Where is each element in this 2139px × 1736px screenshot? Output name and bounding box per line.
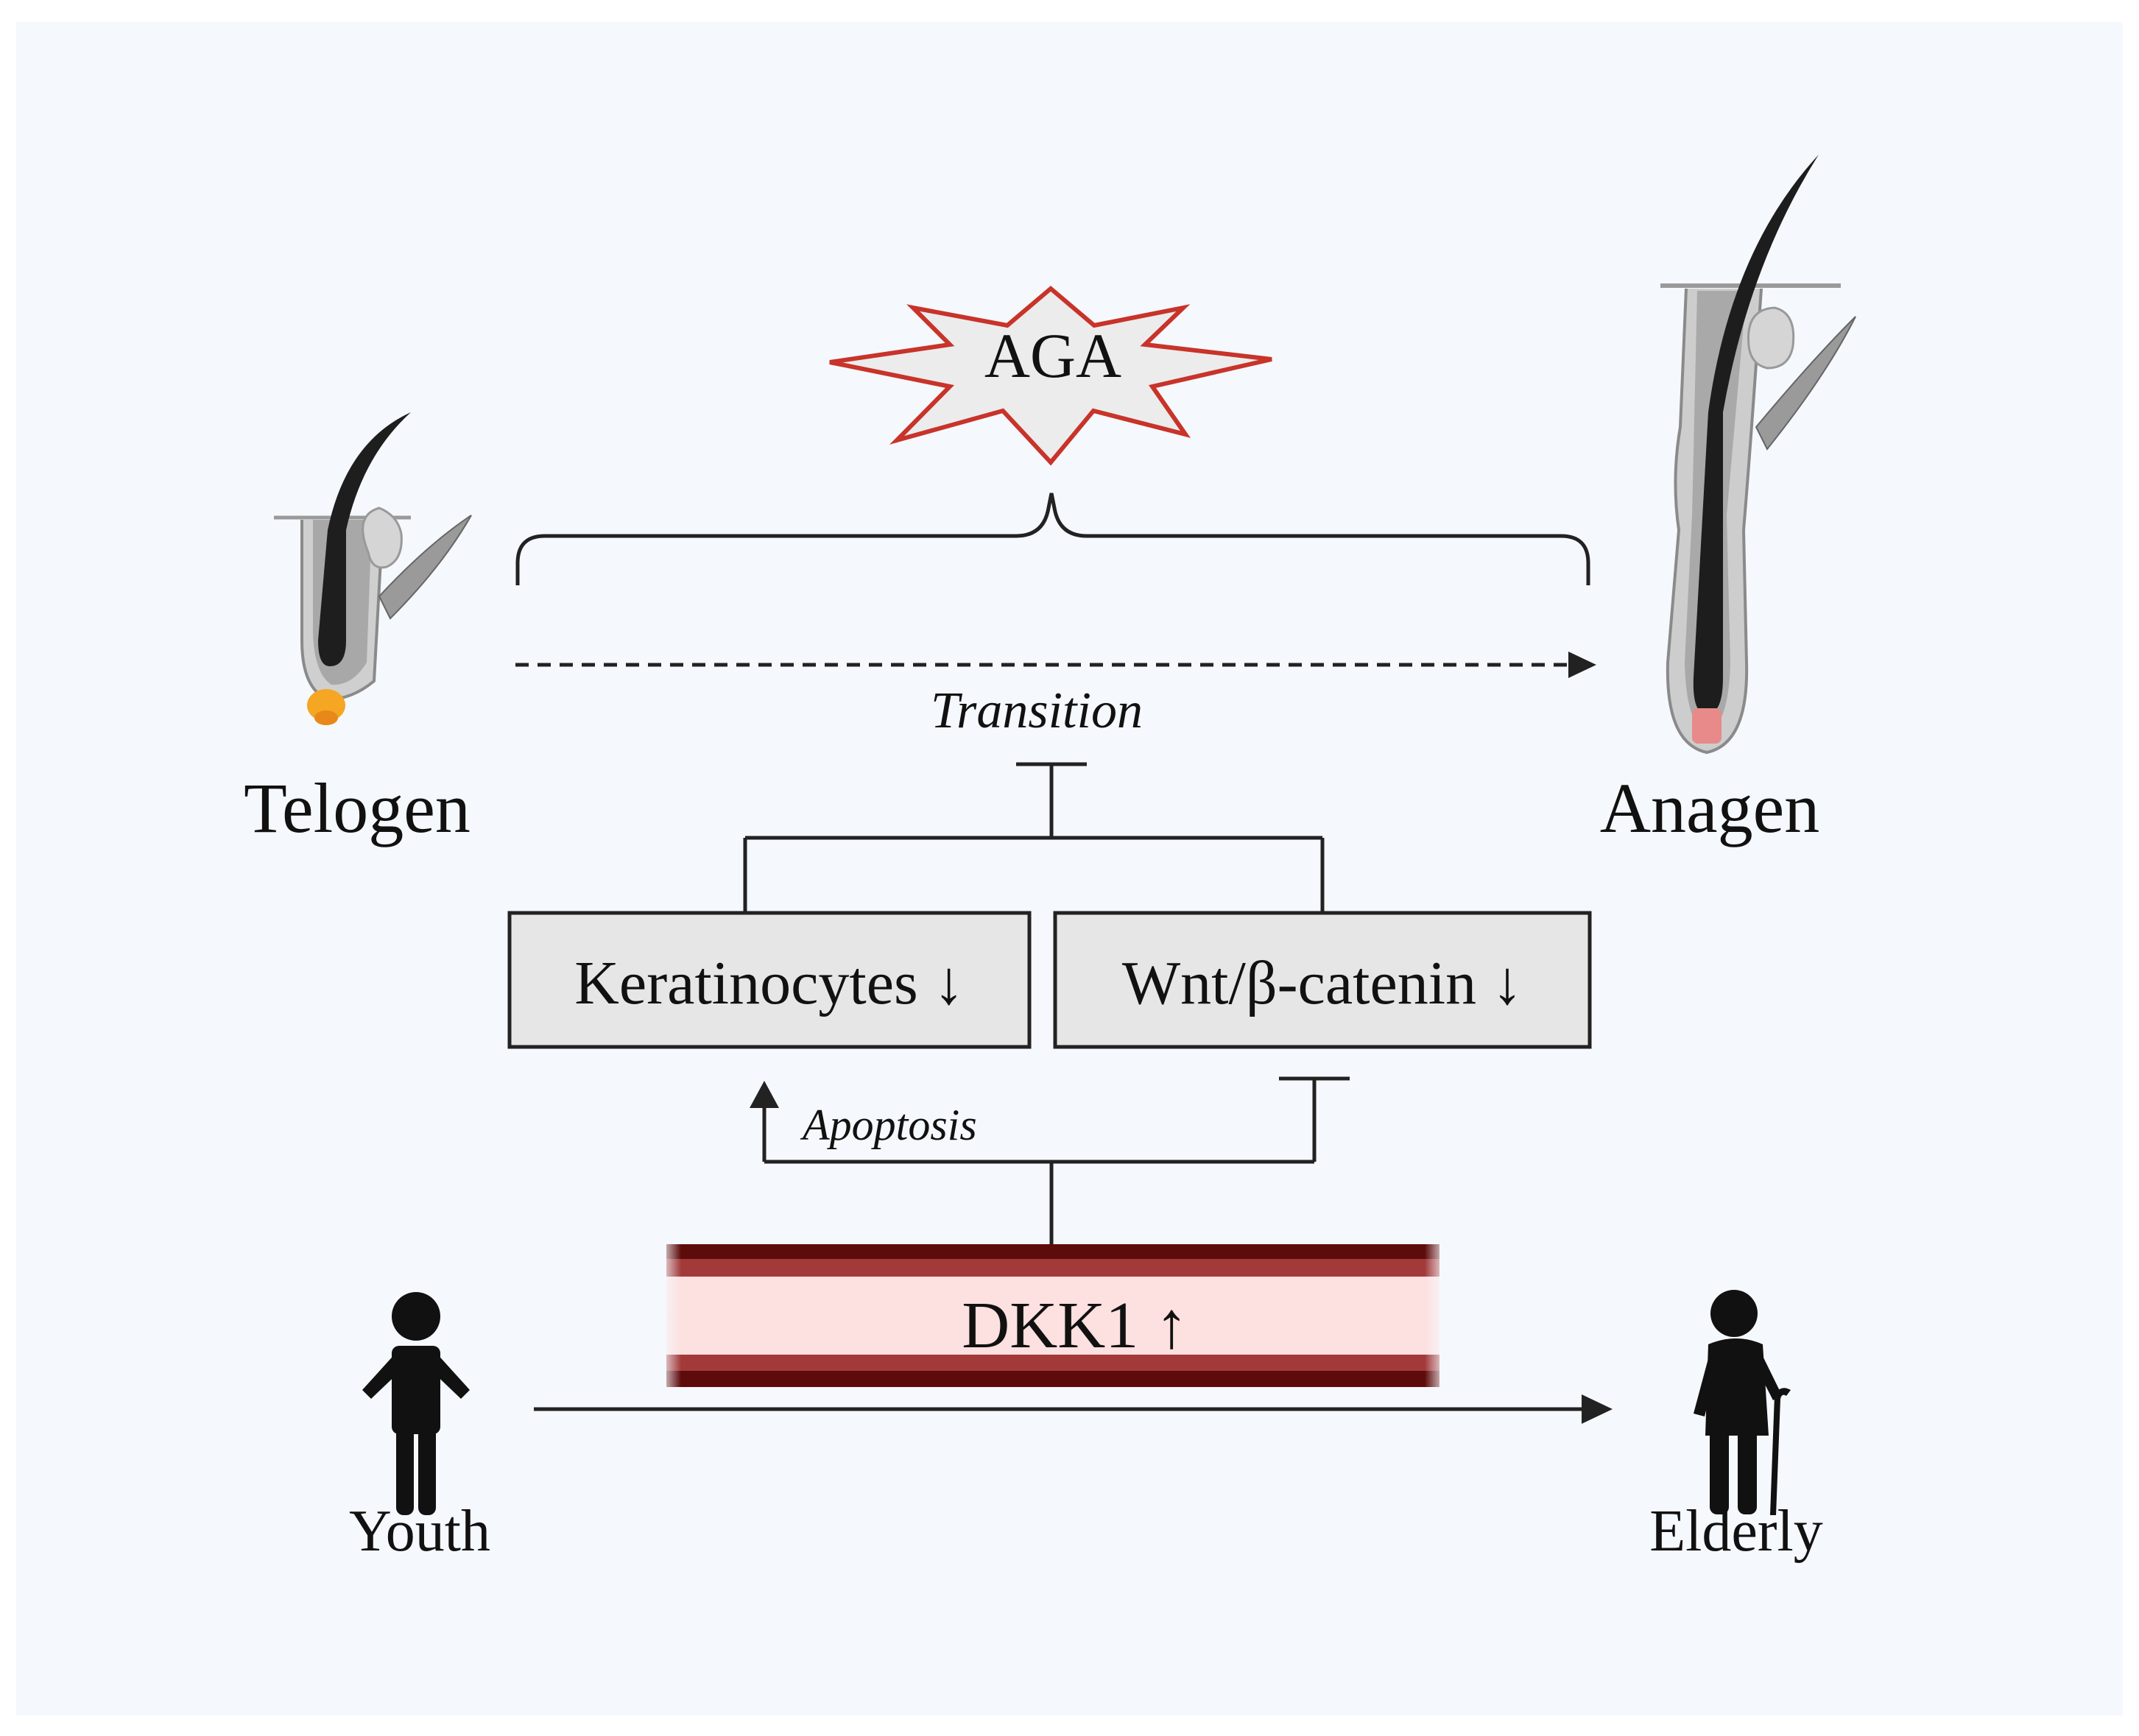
youth-label: Youth	[349, 1499, 490, 1564]
telogen-label: Telogen	[244, 769, 471, 847]
elderly-label: Elderly	[1649, 1499, 1822, 1564]
aga-brace	[515, 493, 1590, 585]
wnt-label: Wnt/β-catenin ↓	[1122, 949, 1523, 1017]
elderly-person-with-cane-icon	[1694, 1290, 1791, 1515]
keratinocytes-box: Keratinocytes ↓	[507, 911, 1032, 1049]
wnt-beta-catenin-box: Wnt/β-catenin ↓	[1053, 911, 1592, 1049]
transition-inhibition-connector	[743, 762, 1325, 913]
dkk1-band: DKK1 ↑	[659, 1238, 1447, 1393]
transition-arrow	[515, 652, 1596, 678]
telogen-hair-follicle-icon	[274, 412, 472, 725]
young-person-icon	[362, 1292, 470, 1515]
anagen-hair-follicle-icon	[1660, 155, 1856, 755]
anagen-label: Anagen	[1600, 769, 1820, 847]
dkk1-label: DKK1 ↑	[962, 1289, 1188, 1362]
aga-burst: AGA	[829, 286, 1272, 466]
apoptosis-label: Apoptosis	[800, 1101, 977, 1149]
starburst-icon	[829, 286, 1272, 466]
apoptosis-arrowhead	[750, 1081, 779, 1108]
dkk1-effect-connector	[762, 1076, 1350, 1244]
keratinocytes-label: Keratinocytes ↓	[574, 949, 964, 1017]
aging-arrow	[534, 1394, 1613, 1424]
background-panel	[16, 22, 2123, 1715]
transition-label: Transition	[931, 682, 1143, 739]
aga-label: AGA	[984, 320, 1121, 391]
